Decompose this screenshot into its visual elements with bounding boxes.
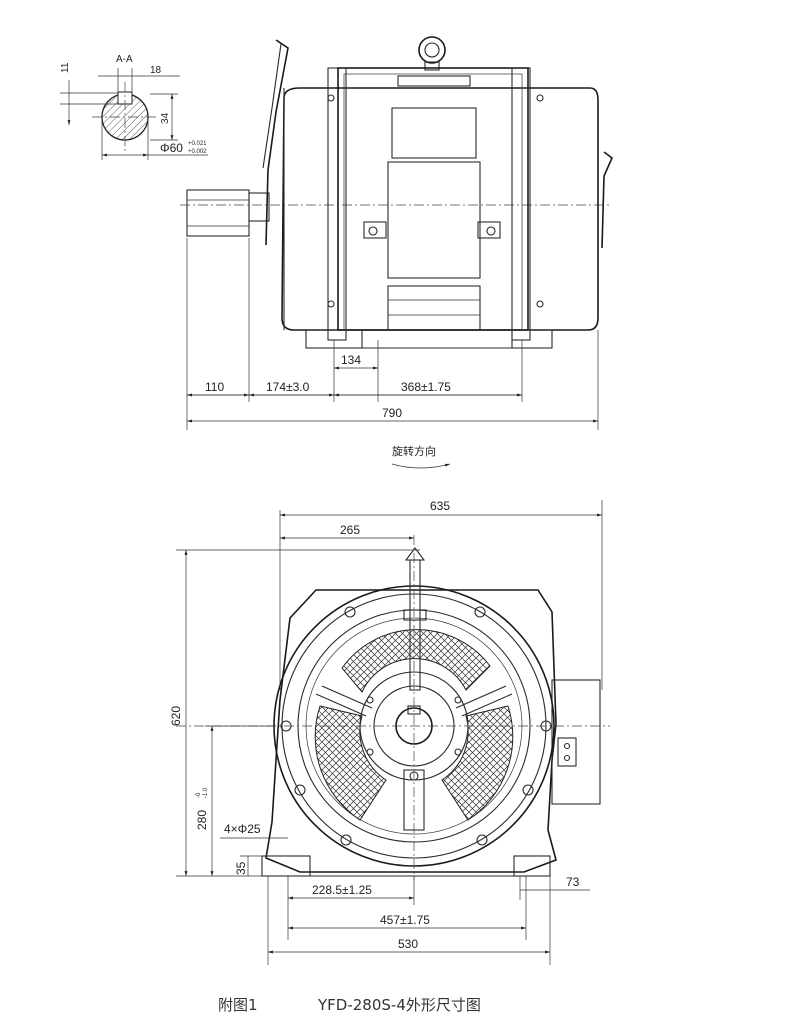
dim-diameter-tol-upper: +0.021 <box>188 141 207 147</box>
dim-key-depth: 11 <box>60 62 71 73</box>
dim-620: 620 <box>169 706 183 726</box>
dim-530: 530 <box>398 937 418 951</box>
dim-790: 790 <box>382 406 402 420</box>
dim-35: 35 <box>234 861 248 875</box>
dim-368: 368±1.75 <box>401 380 451 394</box>
dim-280: 280 <box>195 810 209 830</box>
figure-title: YFD-280S-4外形尺寸图 <box>317 996 481 1014</box>
dim-diameter: Φ60 <box>160 141 183 155</box>
dim-diameter-tol-lower: +0.002 <box>188 149 207 155</box>
dim-174: 174±3.0 <box>266 380 310 394</box>
rotation-direction: 旋转方向 <box>391 444 451 469</box>
dim-228: 228.5±1.25 <box>312 883 372 897</box>
rotation-label: 旋转方向 <box>392 444 436 458</box>
section-label: A-A <box>116 54 133 65</box>
side-view: 134 110 174±3.0 368±1.75 790 <box>180 36 613 430</box>
dim-134: 134 <box>341 353 361 367</box>
dim-635: 635 <box>430 499 450 513</box>
dim-265: 265 <box>340 523 360 537</box>
dim-73: 73 <box>566 875 580 889</box>
figure-number: 附图1 <box>218 996 258 1014</box>
dim-holes: 4×Φ25 <box>224 822 261 836</box>
front-view: 635 265 620 280 -0 -1.0 4×Φ25 35 228.5±1… <box>169 499 610 965</box>
dim-280-tol-upper: -0 <box>196 792 202 798</box>
dim-457: 457±1.75 <box>380 913 430 927</box>
section-a-a: A-A 11 18 34 Φ60 +0.021 +0.002 <box>60 54 208 160</box>
dim-280-tol-lower: -1.0 <box>203 787 209 798</box>
dim-key-width: 18 <box>150 65 162 76</box>
dim-110: 110 <box>205 380 224 394</box>
dim-height-34: 34 <box>160 112 171 124</box>
